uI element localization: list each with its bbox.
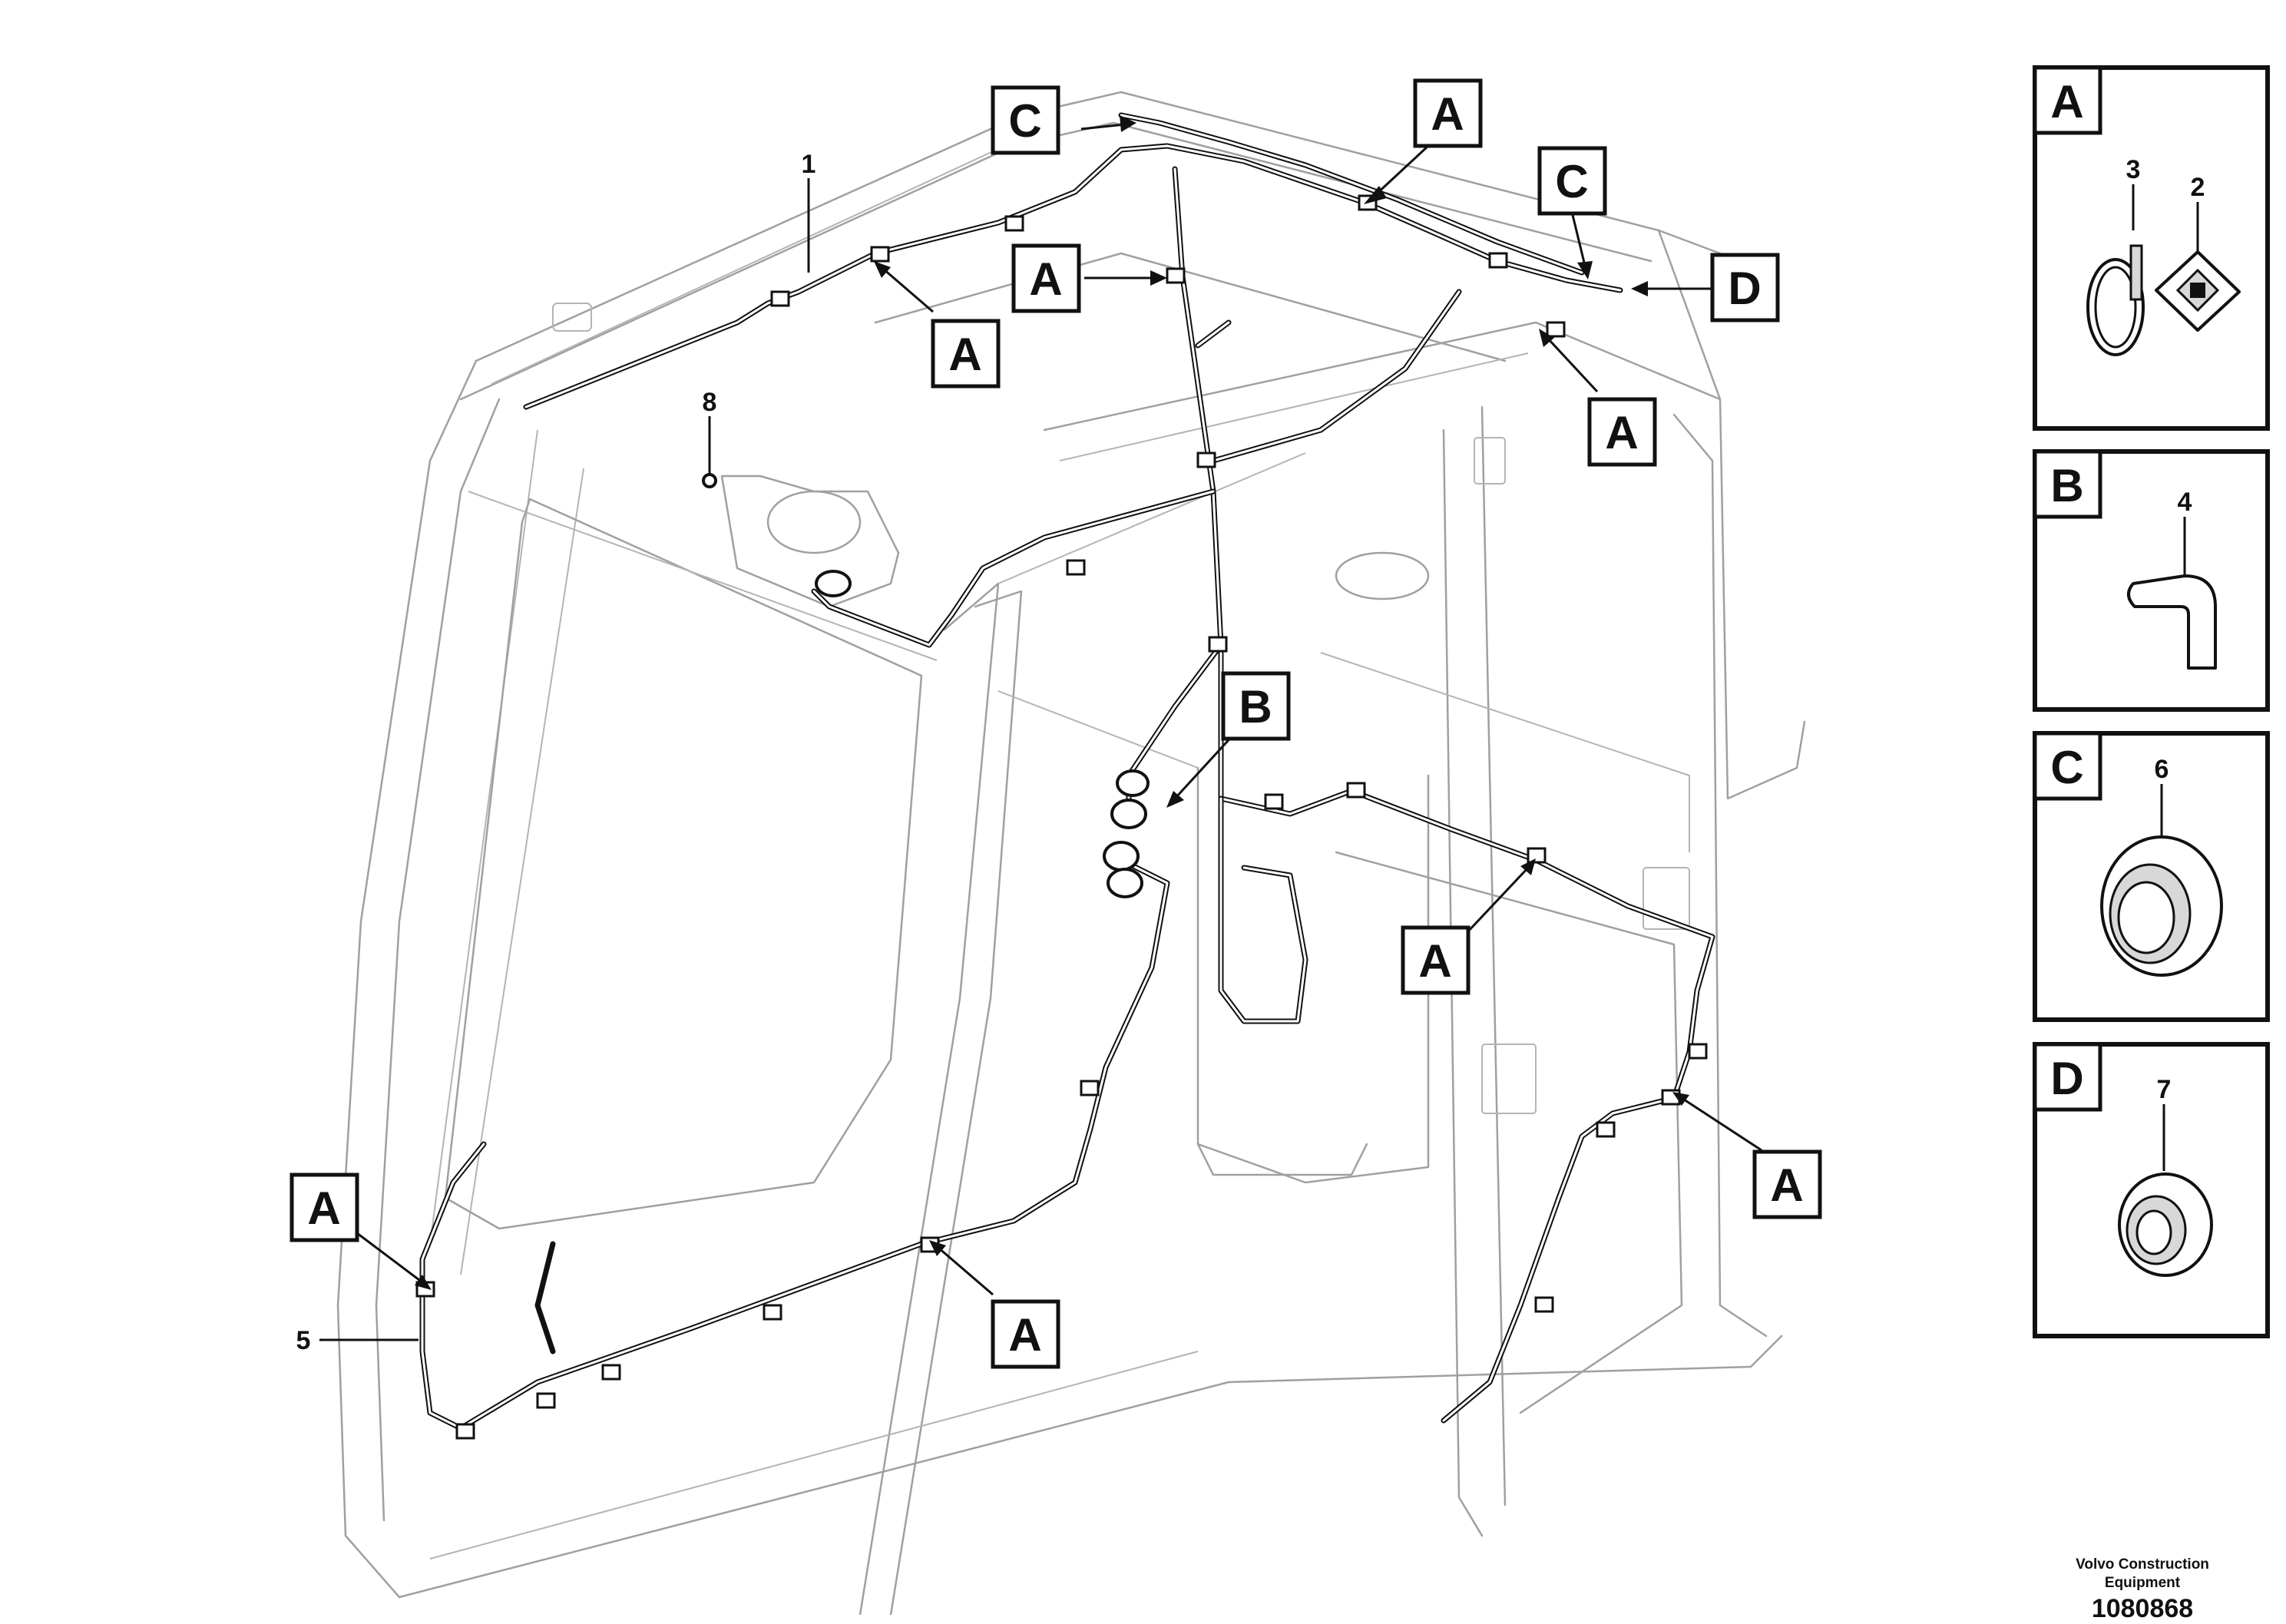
svg-text:7: 7 bbox=[2157, 1075, 2172, 1104]
callout-d-top: D bbox=[1710, 253, 1780, 322]
svg-text:D: D bbox=[2050, 1053, 2083, 1104]
harness-connectors bbox=[702, 473, 1150, 898]
svg-text:2: 2 bbox=[2191, 173, 2205, 202]
svg-text:C: C bbox=[1555, 156, 1588, 207]
detail-panel-c: C 6 bbox=[2033, 731, 2270, 1022]
svg-text:C: C bbox=[2050, 742, 2083, 793]
callout-b-center: B bbox=[1221, 671, 1291, 741]
callout-a-top: A bbox=[1413, 78, 1483, 148]
grommet-small-icon bbox=[2118, 1173, 2213, 1277]
callout-a-bottom-center: A bbox=[991, 1299, 1060, 1369]
footer-drawing-number: 1080868 bbox=[2091, 1594, 2194, 1623]
svg-text:B: B bbox=[1239, 681, 1272, 733]
hose-sleeve-icon bbox=[2127, 574, 2217, 670]
grommet-large-icon bbox=[2100, 835, 2223, 977]
cab-frame bbox=[336, 91, 1806, 1615]
svg-text:C: C bbox=[1008, 95, 1041, 147]
detail-panel-d: D 7 bbox=[2033, 1042, 2270, 1338]
svg-text:6: 6 bbox=[2155, 755, 2169, 784]
callout-a-right-upper: A bbox=[1587, 397, 1657, 467]
svg-text:3: 3 bbox=[2126, 155, 2141, 184]
callout-a-bottom-right: A bbox=[1752, 1149, 1822, 1219]
part-number-1: 1 bbox=[802, 150, 816, 179]
footer-brand: Volvo Construction Equipment bbox=[2076, 1556, 2209, 1591]
svg-text:A: A bbox=[948, 329, 981, 380]
svg-text:A: A bbox=[1431, 88, 1464, 140]
tie-mount-icon bbox=[2155, 250, 2241, 332]
detail-panel-a: A 3 2 bbox=[2033, 65, 2270, 431]
callout-a-upper-left: A bbox=[931, 319, 1001, 389]
svg-text:B: B bbox=[2050, 460, 2083, 511]
svg-text:A: A bbox=[1605, 407, 1638, 458]
svg-text:D: D bbox=[1728, 263, 1761, 314]
part-number-5: 5 bbox=[296, 1326, 311, 1355]
callout-c-top-right: C bbox=[1537, 146, 1607, 216]
svg-text:A: A bbox=[1770, 1159, 1803, 1211]
svg-text:A: A bbox=[307, 1182, 340, 1234]
cable-tie-icon bbox=[2086, 244, 2145, 356]
harness-clips bbox=[415, 194, 1708, 1440]
leader-lines bbox=[319, 115, 1762, 1341]
callout-a-mid-right: A bbox=[1401, 925, 1471, 995]
callout-a-center: A bbox=[1011, 243, 1081, 313]
svg-text:4: 4 bbox=[2178, 488, 2192, 517]
callout-c-top-left: C bbox=[991, 85, 1060, 155]
svg-text:A: A bbox=[1029, 253, 1062, 305]
callout-a-lower-left: A bbox=[289, 1173, 359, 1242]
svg-text:A: A bbox=[1418, 935, 1451, 987]
svg-text:A: A bbox=[2050, 76, 2083, 127]
part-number-8: 8 bbox=[703, 388, 717, 417]
svg-text:A: A bbox=[1008, 1309, 1041, 1361]
detail-panel-b: B 4 bbox=[2033, 449, 2270, 712]
